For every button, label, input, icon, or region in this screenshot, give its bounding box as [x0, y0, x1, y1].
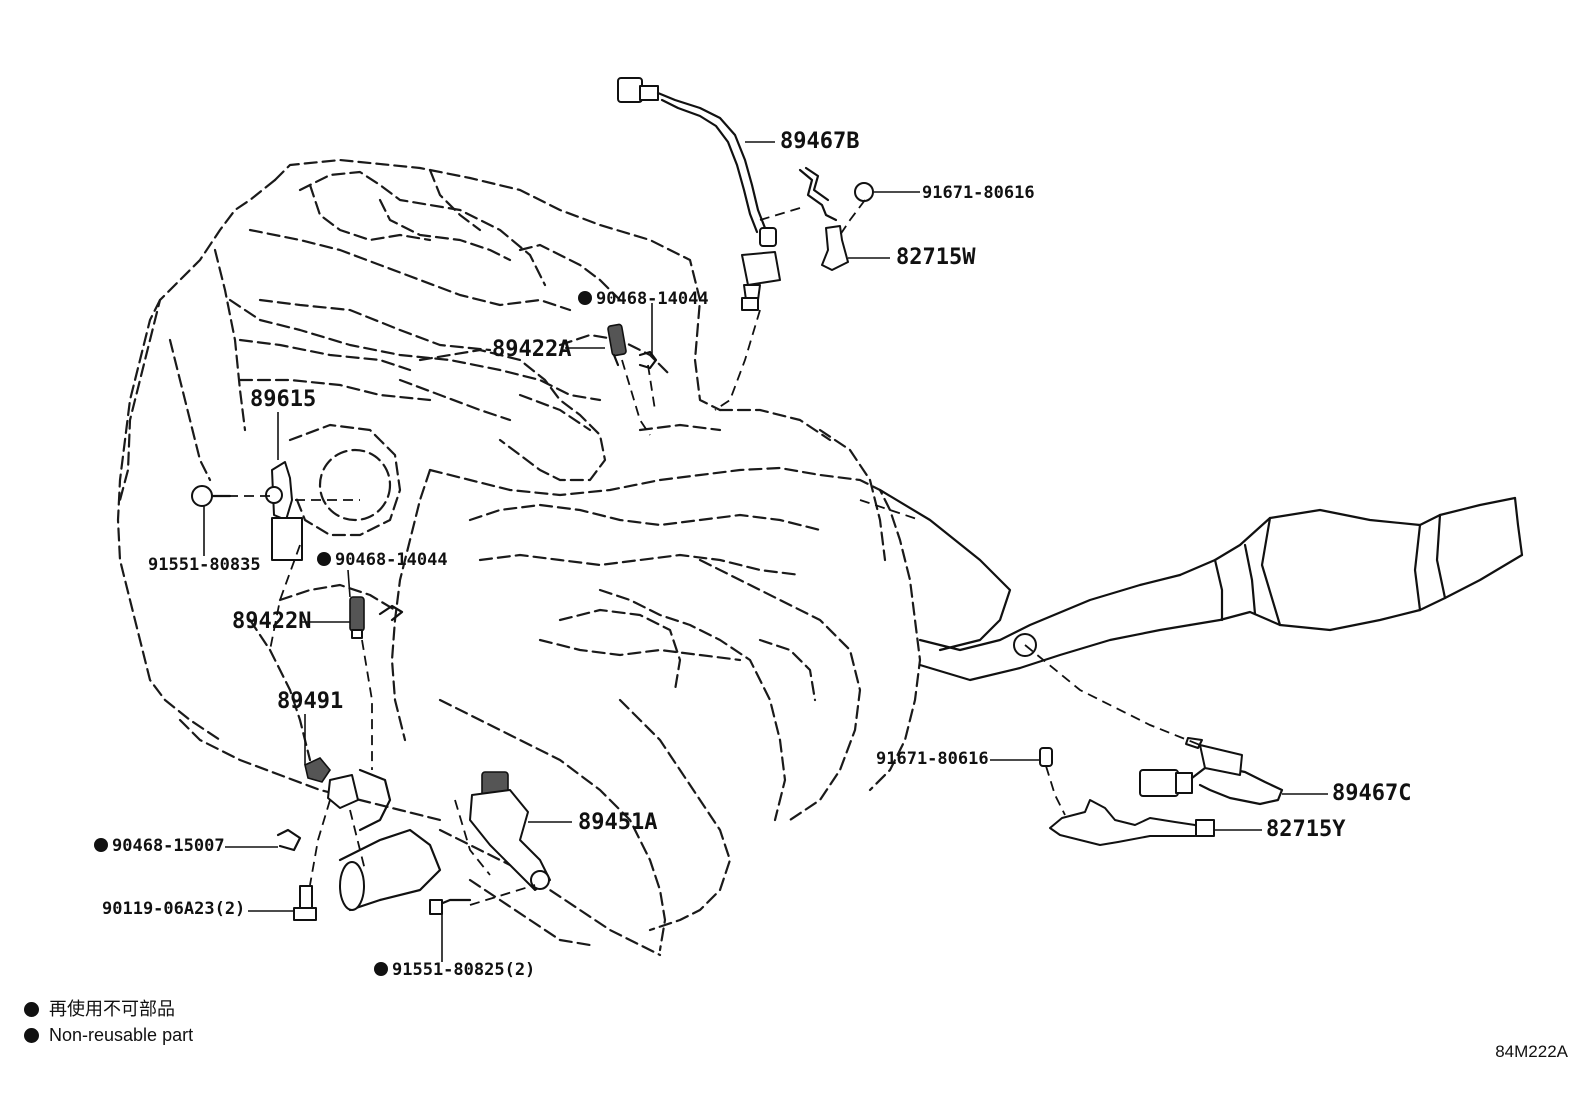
- sensor-89491: [276, 757, 359, 921]
- legend-row-english: Non-reusable part: [24, 1022, 193, 1048]
- label-leaders: [203, 141, 1328, 962]
- non-reusable-marker-icon: [578, 291, 592, 305]
- label-91671-80616-top: 91671-80616: [922, 183, 1035, 203]
- non-reusable-marker-icon: [94, 838, 108, 852]
- part-labels: 89467B 91671-80616 82715W 90468-14044 89…: [94, 129, 1411, 980]
- dashed-leaders: [212, 199, 1201, 906]
- label-91551-80835: 91551-80835: [148, 555, 261, 575]
- label-89422n: 89422N: [232, 609, 311, 634]
- sensor-89615: [191, 461, 303, 561]
- oxygen-sensor-lower: [1039, 737, 1284, 846]
- label-91551-80825: 91551-80825(2): [392, 960, 535, 980]
- label-89467b: 89467B: [780, 129, 859, 154]
- oxygen-sensor-upper: [617, 77, 781, 311]
- filled-circle-icon: [24, 1027, 39, 1043]
- label-89467c: 89467C: [1332, 781, 1411, 806]
- label-90468-14044-top: 90468-14044: [596, 289, 709, 309]
- label-90119-06a23: 90119-06A23(2): [102, 899, 245, 919]
- label-91671-80616-bottom: 91671-80616: [876, 749, 989, 769]
- diagram-code: 84M222A: [1495, 1042, 1568, 1061]
- legend: 再使用不可部品 Non-reusable part: [24, 996, 193, 1048]
- clip-82715w: [798, 166, 874, 271]
- switch-89451a: [429, 771, 551, 915]
- legend-japanese-text: 再使用不可部品: [49, 999, 175, 1019]
- label-82715y: 82715Y: [1266, 817, 1346, 842]
- label-90468-14044-mid: 90468-14044: [335, 550, 448, 570]
- non-reusable-marker-icon: [317, 552, 331, 566]
- label-89422a: 89422A: [492, 337, 571, 362]
- legend-english-text: Non-reusable part: [49, 1025, 194, 1045]
- label-89491: 89491: [277, 689, 343, 714]
- filled-circle-icon: [24, 1001, 39, 1017]
- label-89451a: 89451A: [578, 810, 657, 835]
- exhaust-system: [878, 488, 1524, 682]
- label-82715w: 82715W: [896, 245, 976, 270]
- sensor-89422a: [607, 323, 658, 370]
- sensor-89422n: [349, 596, 404, 639]
- engine-body: [116, 158, 922, 957]
- label-90468-15007: 90468-15007: [112, 836, 225, 856]
- coolant-hose: [338, 768, 442, 912]
- legend-row-japanese: 再使用不可部品: [24, 996, 193, 1022]
- non-reusable-marker-icon: [374, 962, 388, 976]
- label-89615: 89615: [250, 387, 316, 412]
